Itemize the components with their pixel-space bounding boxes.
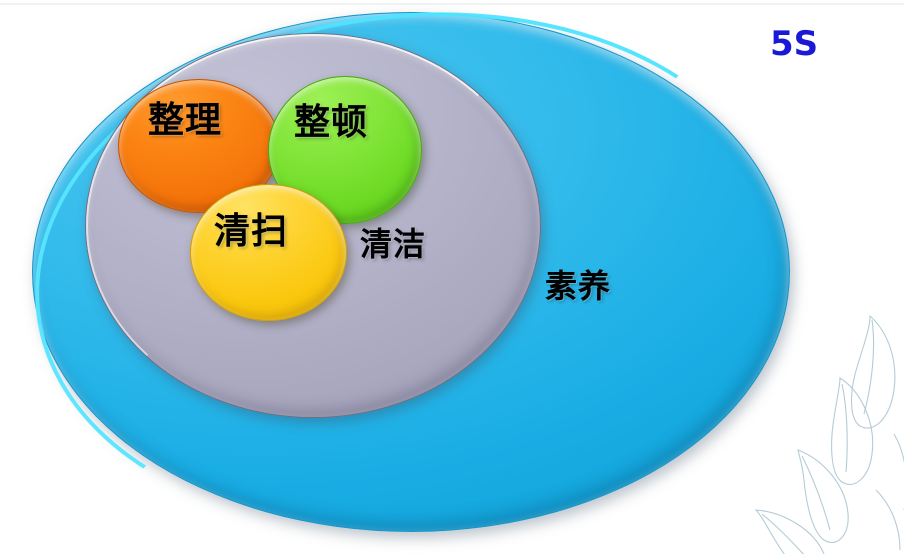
label-zhengli: 整理: [148, 100, 223, 141]
label-qingsao: 清扫: [214, 211, 289, 252]
top-divider: [0, 3, 904, 5]
label-suyang: 素养: [545, 267, 612, 305]
inner-circle-qingsao[interactable]: [190, 184, 347, 321]
label-qingjie: 清洁: [360, 225, 427, 263]
page-title: 5S: [770, 24, 819, 64]
label-zhengdun: 整顿: [294, 102, 369, 143]
